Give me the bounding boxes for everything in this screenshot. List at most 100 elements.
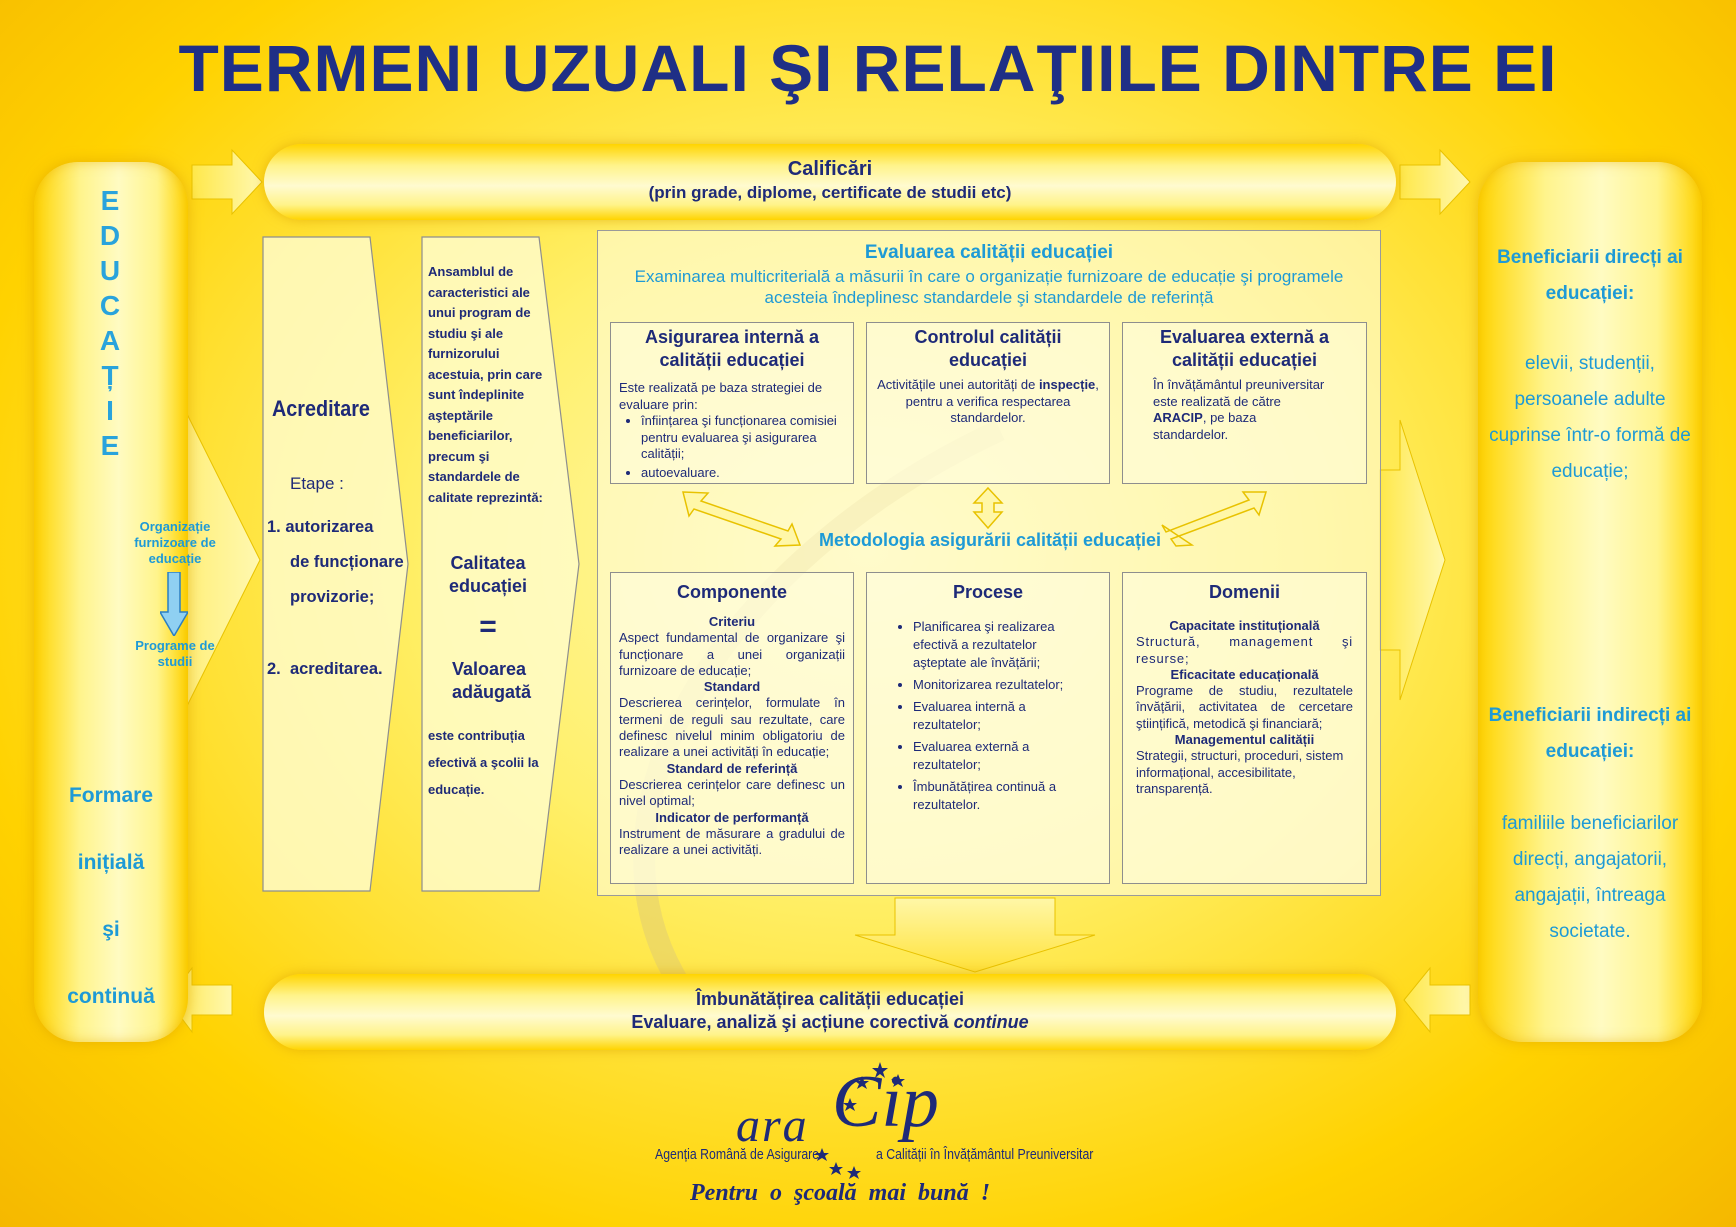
formare-line: şi bbox=[102, 918, 120, 941]
calificari-subtitle: (prin grade, diplome, certificate de stu… bbox=[648, 183, 1012, 202]
evaluare-subtitle: Examinarea multicriterială a măsurii în … bbox=[634, 267, 1344, 307]
methodology-label: Metodologia asigurării calității educați… bbox=[818, 530, 1162, 550]
box-procese-list: Planificarea şi realizarea efectivă a re… bbox=[875, 618, 1101, 814]
calitate-shape bbox=[421, 236, 580, 892]
beneficiari-directi-title: Beneficiarii direcți ai educației: bbox=[1497, 247, 1683, 304]
step-text-cont: de funcționare bbox=[290, 553, 404, 571]
logo-agency-right: a Calității în Învățământul Preuniversit… bbox=[876, 1146, 1094, 1163]
step-number: 1. bbox=[267, 518, 281, 536]
imbunatatire-subtitle: Evaluare, analiză şi acțiune corectivă c… bbox=[264, 1012, 1396, 1033]
valoare-desc: este contribuția efectivă a şcolii la ed… bbox=[428, 728, 539, 797]
step-text: autorizarea bbox=[285, 518, 374, 536]
acreditare-title: Acreditare bbox=[272, 396, 370, 421]
step-number: 2. bbox=[267, 660, 281, 678]
letter: U bbox=[99, 255, 121, 286]
text: , pe baza standardelor. bbox=[1153, 410, 1257, 442]
def-eficacitate: Programe de studiu, rezultatele învățări… bbox=[1136, 683, 1353, 731]
arrow-edu-to-calificari bbox=[191, 148, 263, 216]
beneficiari-directi-text: elevii, studenții, persoanele adulte cup… bbox=[1489, 353, 1691, 482]
formare-line: inițială bbox=[77, 851, 145, 874]
logo-cip: Cip bbox=[832, 1061, 939, 1143]
logo-agency-left: Agenția Română de Asigurare bbox=[655, 1146, 820, 1163]
def-standard: Descrierea cerințelor, formulate în term… bbox=[619, 695, 845, 760]
text-bold: inspecție bbox=[1038, 377, 1096, 392]
formare-text: Formare inițială şi continuă bbox=[38, 762, 184, 1030]
text: Activitățile unei autorități de bbox=[877, 377, 1039, 392]
list-item: Îmbunătățirea continuă a rezultatelor. bbox=[913, 778, 1093, 814]
letter: E bbox=[100, 185, 120, 216]
imbunatatire-bar: Îmbunătățirea calității educației Evalua… bbox=[264, 974, 1396, 1050]
def-referinta: Descrierea cerințelor care definesc un n… bbox=[619, 776, 845, 809]
box-control-title: Controlul calității educației bbox=[914, 327, 1062, 370]
def-capacitate: Structură, management şi resurse; bbox=[1136, 634, 1353, 666]
list-item: Evaluarea internă a rezultatelor; bbox=[913, 698, 1093, 734]
def-indicator: Instrument de măsurare a gradului de rea… bbox=[619, 825, 845, 858]
list-item: Monitorizarea rezultatelor; bbox=[913, 676, 1093, 694]
term-indicator: Indicator de performanță bbox=[655, 809, 809, 825]
box-externa: Evaluarea externă a calității educației … bbox=[1122, 322, 1367, 484]
page-title: TERMENI UZUALI ŞI RELAŢIILE DINTRE EI bbox=[178, 31, 1558, 105]
arrow-evaluare-to-beneficiari bbox=[1379, 419, 1446, 701]
calitate-term: Calitatea educației bbox=[448, 553, 528, 596]
education-column bbox=[34, 162, 188, 1042]
vertical-educatie: E D U C A Ț I E bbox=[90, 183, 130, 463]
logo-motto: Pentru o şcoală mai bună ! bbox=[690, 1180, 991, 1206]
beneficiari-column bbox=[1478, 162, 1702, 1042]
org-label: Organizație furnizoare de educație bbox=[134, 519, 216, 566]
box-control: Controlul calității educației Activități… bbox=[866, 322, 1110, 484]
box-componente-title: Componente bbox=[677, 582, 787, 602]
text: , pentru a verifica respectarea standard… bbox=[905, 377, 1099, 425]
letter: D bbox=[99, 220, 121, 251]
calificari-bar: Calificări (prin grade, diplome, certifi… bbox=[264, 144, 1396, 220]
list-item: înființarea şi funcționarea comisiei pen… bbox=[641, 413, 845, 463]
beneficiari-indirecti-title: Beneficiarii indirecți ai educației: bbox=[1488, 705, 1692, 762]
calificari-title: Calificări bbox=[787, 158, 873, 180]
term-management: Managementul calității bbox=[1174, 732, 1315, 748]
imbunatatire-title: Îmbunătățirea calității educației bbox=[695, 989, 965, 1009]
acreditare-etape: Etape : bbox=[290, 474, 344, 493]
letter: E bbox=[100, 430, 120, 461]
text-bold: ARACIP bbox=[1153, 410, 1203, 425]
arrow-calificari-to-beneficiari bbox=[1399, 148, 1471, 216]
calitate-equals: = bbox=[479, 610, 497, 643]
box-asigurare-title: Asigurarea internă a calității educației bbox=[644, 327, 820, 370]
imbunatatire-subtitle-italic: continue bbox=[953, 1012, 1029, 1032]
letter: C bbox=[99, 290, 121, 321]
formare-line: continuă bbox=[67, 985, 155, 1008]
box-externa-title: Evaluarea externă a calității educației bbox=[1159, 327, 1330, 370]
double-arrow-right bbox=[1161, 491, 1268, 547]
box-asigurare-intro: Este realizată pe baza strategiei de eva… bbox=[619, 380, 823, 412]
list-item: Planificarea şi realizarea efectivă a re… bbox=[913, 618, 1093, 672]
box-componente-body: Criteriu Aspect fundamental de organizar… bbox=[619, 614, 845, 858]
calitate-intro: Ansamblul de caracteristici ale unui pro… bbox=[428, 264, 543, 505]
acreditare-step-2: 2. acreditarea. bbox=[267, 652, 412, 687]
imbunatatire-subtitle-text: Evaluare, analiză şi acțiune corectivă bbox=[631, 1012, 954, 1032]
def-criteriu: Aspect fundamental de organizare şi func… bbox=[619, 630, 845, 678]
step-text-cont: provizorie; bbox=[290, 588, 375, 606]
arrow-down-icon bbox=[160, 572, 188, 636]
term-eficacitate: Eficacitate educațională bbox=[1170, 666, 1319, 682]
acreditare-steps: 1. autorizarea de funcționare provizorie… bbox=[267, 510, 412, 687]
box-domenii-title: Domenii bbox=[1208, 582, 1280, 602]
double-arrow-left bbox=[682, 491, 802, 547]
valoare-term: Valoarea adăugată bbox=[452, 659, 532, 702]
box-control-text: Activitățile unei autorități de inspecți… bbox=[875, 377, 1101, 427]
box-procese: Procese Planificarea şi realizarea efect… bbox=[866, 572, 1110, 884]
text: În învățământul preuniversitar este real… bbox=[1153, 377, 1325, 409]
double-arrow-center bbox=[972, 486, 1004, 530]
evaluare-title: Evaluarea calității educației bbox=[864, 242, 1114, 263]
list-item: autoevaluare. bbox=[641, 465, 845, 482]
box-asigurare: Asigurarea internă a calității educației… bbox=[610, 322, 854, 484]
box-domenii: Domenii Capacitate instituțională Struct… bbox=[1122, 572, 1367, 884]
acreditare-shape bbox=[262, 236, 409, 892]
letter: I bbox=[106, 395, 114, 426]
arrow-beneficiari-to-imbunatatire bbox=[1403, 966, 1471, 1034]
term-criteriu: Criteriu bbox=[708, 614, 756, 629]
box-procese-title: Procese bbox=[952, 582, 1024, 602]
beneficiari-indirecti-text: familiile beneficiarilor direcți, angaja… bbox=[1501, 813, 1679, 942]
term-capacitate: Capacitate instituțională bbox=[1169, 618, 1320, 633]
box-domenii-body: Capacitate instituțională Structură, man… bbox=[1136, 618, 1353, 797]
term-referinta: Standard de referință bbox=[666, 760, 798, 776]
logo-ara: ara bbox=[736, 1099, 809, 1152]
